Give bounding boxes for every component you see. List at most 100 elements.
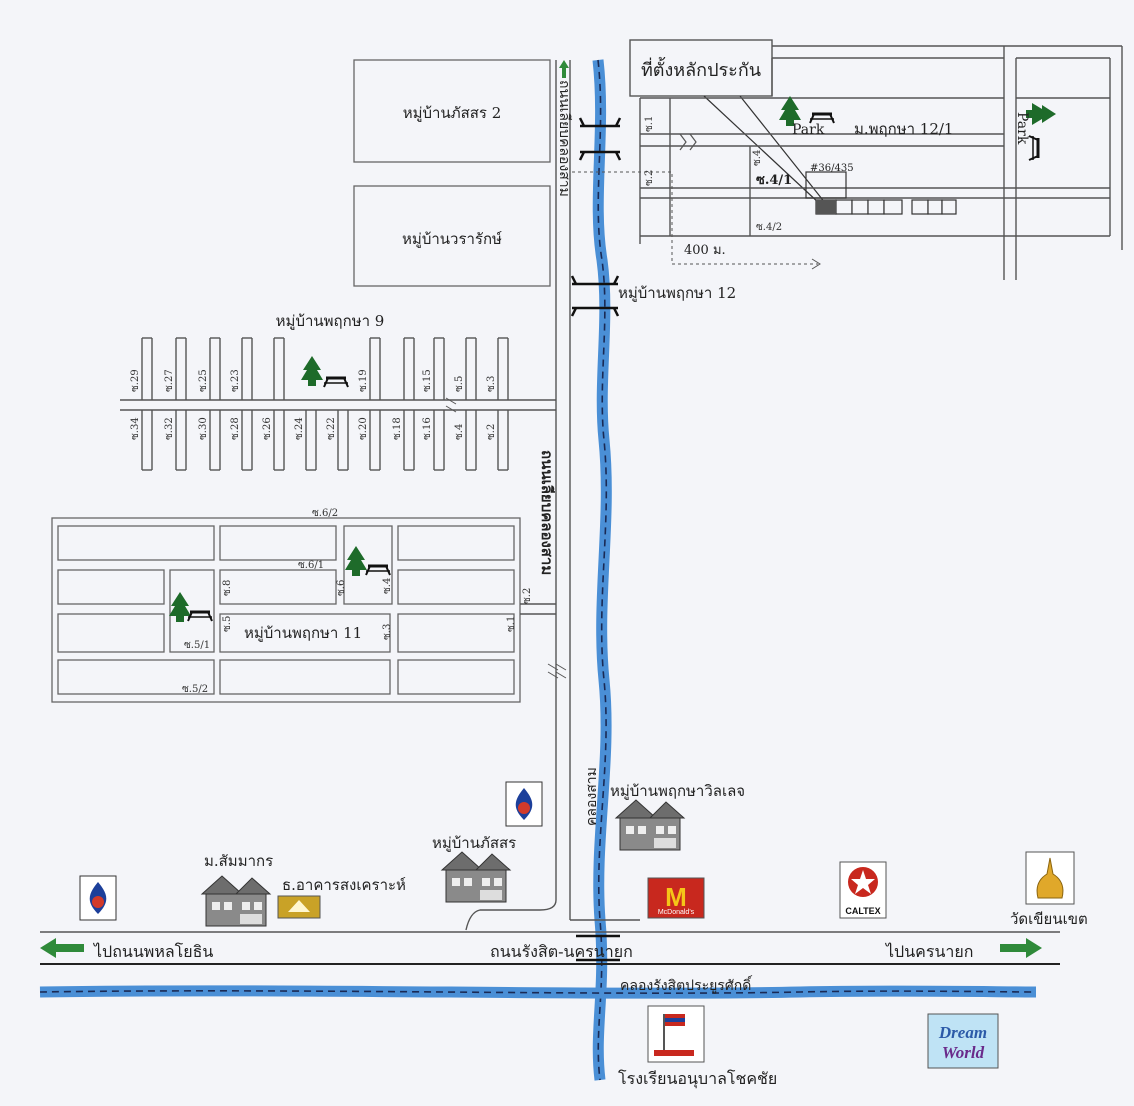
- village-pruksa12-label: หมู่บ้านพฤกษา 12: [618, 284, 736, 302]
- soi-label: ซ.27: [164, 369, 175, 392]
- north-arrow-icon: [559, 60, 569, 78]
- soi-label: ซ.32: [164, 417, 175, 440]
- canal-road-label: ถนนเลียบคลองสาม: [538, 450, 556, 575]
- soi-label: ซ.3: [486, 376, 497, 392]
- soi-label: ซ.16: [422, 417, 433, 440]
- lot-number-label: #36/435: [810, 163, 854, 174]
- soi-label: ซ.3: [382, 624, 393, 640]
- soi-label: ซ.30: [198, 417, 209, 440]
- road-break-icon: [547, 663, 567, 679]
- flag-band: [665, 1018, 685, 1022]
- village-block-phatsorn2: [353, 59, 551, 163]
- village-phatsorn-label: หมู่บ้านภัสสร: [432, 834, 516, 852]
- house-icon: [615, 799, 685, 851]
- soi-main-label: ซ.4/1: [756, 173, 792, 188]
- bridge-icon: [570, 275, 620, 317]
- distance-arrow-icon: [811, 258, 821, 270]
- soi-label: ซ.4: [382, 578, 393, 594]
- canal-road-label-north: ถนนเลียบคลองสาม: [556, 80, 572, 197]
- village-phatsorn2-label: หมู่บ้านภัสสร 2: [403, 104, 502, 122]
- school-label: โรงเรียนอนุบาลโชคชัย: [618, 1069, 777, 1089]
- house-icon: [201, 875, 271, 927]
- tree-icon: [301, 356, 323, 386]
- callout-line: [739, 95, 827, 205]
- soi-label: ซ.23: [230, 369, 241, 392]
- target-lot-marker: [816, 200, 836, 214]
- soi-label: ซ.28: [230, 417, 241, 440]
- khlong-sam-label: คลองสาม: [584, 767, 600, 826]
- to-nakhonnayok-label: ไปนครนายก: [884, 942, 973, 961]
- soi-label: ซ.34: [130, 417, 141, 440]
- soi-label: ซ.24: [294, 417, 305, 440]
- dreamworld-label-1: Dream: [938, 1023, 987, 1042]
- village-pruksa-village-label: หมู่บ้านพฤกษาวิลเลจ: [610, 782, 745, 800]
- village-pruksa12-1-label: ม.พฤกษา 12/1: [854, 120, 953, 138]
- arrow-east-icon: [1000, 938, 1042, 958]
- callout-line: [703, 95, 821, 205]
- soi-label: ซ.6: [336, 580, 347, 596]
- village-pruksa9-label: หมู่บ้านพฤกษา 9: [276, 312, 385, 330]
- bench-icon: [186, 610, 214, 623]
- soi-label: ซ.5/1: [184, 640, 210, 651]
- tree-icon: [345, 546, 367, 576]
- khlong-rangsit-dash: [39, 990, 1037, 994]
- soi-label: ซ.20: [358, 417, 369, 440]
- soi-label: ซ.5: [222, 616, 233, 632]
- soi-label: ซ.22: [326, 417, 337, 440]
- highway-label: ถนนรังสิต-นครนายก: [490, 942, 633, 961]
- soi-label: ซ.6/1: [298, 560, 324, 571]
- soi-label: ซ.5/2: [182, 684, 208, 695]
- bank-logo-mark: [288, 900, 310, 912]
- bank-label: ธ.อาคารสงเคราะห์: [282, 876, 406, 894]
- title-label: ที่ตั้งหลักประกัน: [641, 57, 761, 81]
- tree-icon: [169, 592, 191, 622]
- village-pruksa11-label: หมู่บ้านพฤกษา 11: [244, 624, 362, 642]
- bridge-icon: [576, 934, 620, 962]
- bench-icon: [364, 564, 392, 577]
- road-break-icon: [679, 133, 697, 151]
- temple-label: วัดเขียนเขต: [1010, 910, 1088, 928]
- soi-label: ซ.2: [486, 424, 497, 440]
- pruksa11-blocks: [51, 517, 521, 703]
- soi-label: ซ.2: [644, 170, 655, 186]
- house-icon: [441, 851, 511, 903]
- bridge-icon: [578, 117, 622, 161]
- village-sammakorn-label: ม.สัมมากร: [204, 852, 273, 870]
- house-lots: [815, 199, 957, 215]
- park-label-east: Park: [1014, 112, 1030, 145]
- soi-label: ซ.29: [130, 369, 141, 392]
- soi-label: ซ.1: [644, 116, 655, 132]
- soi-label: ซ.19: [358, 369, 369, 392]
- soi-label: ซ.4: [752, 150, 763, 166]
- lot-number-box: [805, 171, 847, 199]
- mcdonalds-label: McDonald's: [658, 909, 695, 916]
- khlong-rangsit-label: คลองรังสิตประยูรศักดิ์: [620, 975, 753, 994]
- soi-label: ซ.15: [422, 369, 433, 392]
- ptt-station-icon: [505, 781, 543, 827]
- pruksa12-1-grid: [639, 45, 1123, 280]
- road-break-icon: [445, 397, 457, 413]
- soi-label: ซ.4/2: [756, 222, 782, 233]
- title-box: [629, 39, 773, 97]
- caltex-label: CALTEX: [845, 906, 880, 916]
- soi-label: ซ.5: [454, 376, 465, 392]
- distance-label: 400 ม.: [684, 243, 726, 258]
- pruksa9-roads: [120, 337, 556, 471]
- park-label: Park: [792, 122, 825, 138]
- canal-road-curve: [465, 700, 557, 931]
- distance-path: [572, 171, 818, 265]
- soi-label: ซ.2: [522, 588, 533, 604]
- caltex-star-shape: [851, 870, 875, 894]
- soi-label: ซ.1: [506, 616, 517, 632]
- soi-label: ซ.8: [222, 580, 233, 596]
- soi-label: ซ.6/2: [312, 508, 338, 519]
- soi-label: ซ.26: [262, 417, 273, 440]
- village-block-wararak: [353, 185, 551, 287]
- dreamworld-logo-icon: [927, 1013, 999, 1069]
- ptt-station-icon: [79, 875, 117, 921]
- arrow-west-icon: [40, 938, 84, 958]
- temple-icon: [1036, 857, 1064, 899]
- to-phahonyothin-label: ไปถนนพหลโยธิน: [92, 942, 213, 961]
- soi-label: ซ.4: [454, 424, 465, 440]
